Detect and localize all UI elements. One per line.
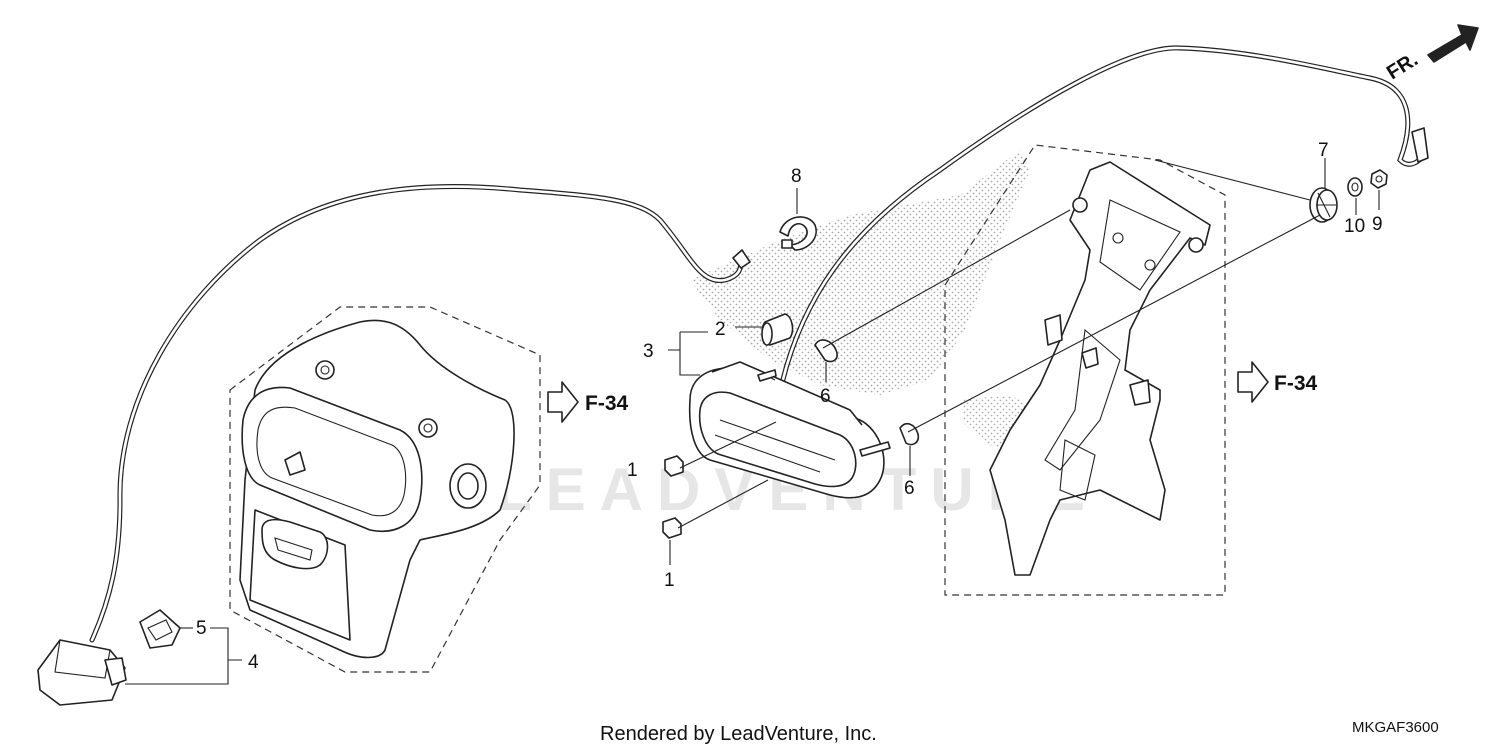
rear-housing — [239, 319, 515, 659]
callout-9: 9 — [1372, 214, 1383, 235]
wire-harness — [89, 45, 1429, 643]
reference-arrow-right: F-34 — [1237, 361, 1318, 403]
callout-10: 10 — [1344, 216, 1365, 237]
diagram-code: MKGAF3600 — [1352, 719, 1439, 736]
connector-part-4 — [37, 639, 127, 706]
reference-arrow-left: F-34 — [547, 381, 629, 423]
front-direction-indicator: FR. — [1383, 24, 1479, 85]
nut-part-1-upper — [664, 455, 684, 477]
washer-part-6-upper — [814, 339, 838, 363]
bracket-outline — [944, 144, 1226, 596]
callout-2: 2 — [715, 319, 726, 340]
callout-5: 5 — [196, 618, 207, 639]
tail-light — [688, 361, 891, 499]
housing-outline — [229, 306, 541, 673]
collar-part-2 — [761, 313, 794, 346]
grommet-part-7 — [1309, 187, 1338, 223]
reference-label-left: F-34 — [585, 392, 629, 415]
callout-1-lower: 1 — [664, 570, 675, 591]
license-bracket — [989, 161, 1211, 576]
reference-label-right: F-34 — [1274, 372, 1318, 395]
callout-1-upper: 1 — [627, 460, 638, 481]
nut-part-1-lower — [662, 517, 682, 539]
callout-labels: 1 1 2 3 4 5 6 6 7 8 9 10 — [196, 140, 1383, 673]
clip-part-5 — [139, 609, 181, 649]
callout-4: 4 — [248, 652, 259, 673]
washer-part-10 — [1347, 177, 1363, 197]
front-label: FR. — [1383, 49, 1422, 85]
callout-3: 3 — [643, 341, 654, 362]
callout-6-lower: 6 — [904, 478, 915, 499]
footer-credit: Rendered by LeadVenture, Inc. — [600, 723, 877, 745]
callout-7: 7 — [1318, 140, 1329, 161]
callout-6-upper: 6 — [820, 386, 831, 407]
callout-8: 8 — [791, 166, 802, 187]
clip-part-8 — [779, 216, 817, 251]
washer-part-6-lower — [899, 422, 920, 446]
leader-lines — [125, 158, 1380, 685]
nut-part-9 — [1370, 169, 1388, 189]
